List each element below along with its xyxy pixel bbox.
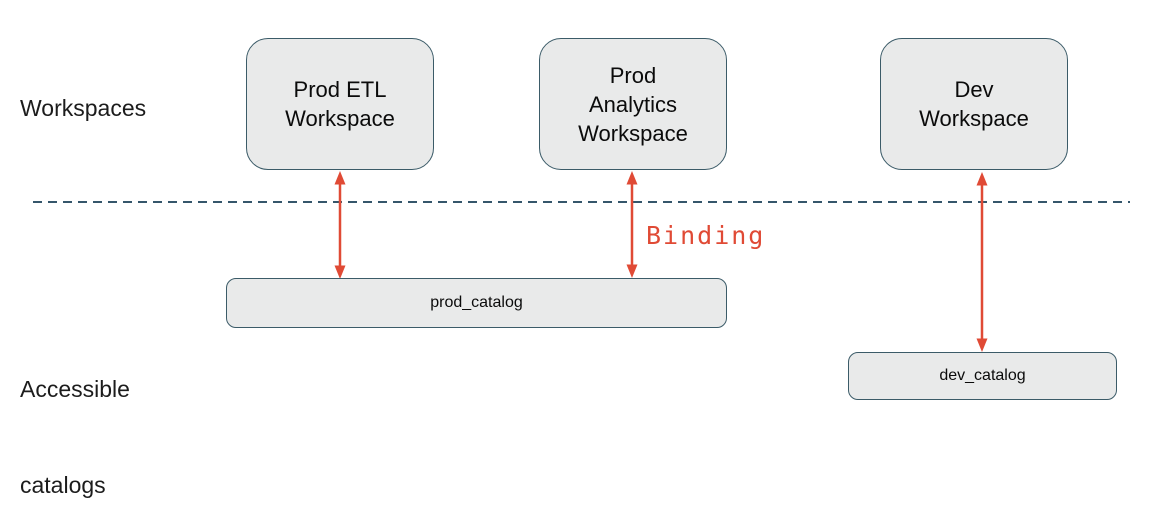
- prod-catalog-label: prod_catalog: [430, 294, 523, 311]
- prod-etl-workspace-label-line1: Prod ETL: [293, 77, 387, 102]
- prod-etl-workspace-label-line2: Workspace: [285, 106, 395, 131]
- workspaces-row-label: Workspaces: [20, 95, 147, 121]
- prod-catalog-box: prod_catalog: [226, 278, 727, 328]
- binding-annotation-label: Binding: [646, 221, 766, 250]
- dev-workspace-label-line2: Workspace: [919, 106, 1029, 131]
- dev-workspace-box: Dev Workspace: [880, 38, 1068, 170]
- arrow-prod-etl-to-prod-catalog: [334, 171, 346, 279]
- accessible-catalogs-label-line2: catalogs: [20, 472, 106, 498]
- dev-catalog-label: dev_catalog: [939, 367, 1026, 384]
- prod-analytics-workspace-box: Prod Analytics Workspace: [539, 38, 727, 170]
- prod-etl-workspace-box: Prod ETL Workspace: [246, 38, 434, 170]
- prod-analytics-workspace-label-line1: Prod: [609, 62, 657, 88]
- accessible-catalogs-row-label: Accessible catalogs: [20, 309, 130, 522]
- dev-catalog-box: dev_catalog: [848, 352, 1117, 400]
- dev-workspace-label-line1: Dev: [954, 77, 994, 102]
- arrow-dev-to-dev-catalog: [976, 172, 988, 352]
- accessible-catalogs-label-line1: Accessible: [20, 376, 130, 402]
- prod-analytics-workspace-label-line3: Workspace: [578, 120, 688, 146]
- arrow-prod-analytics-to-prod-catalog: [626, 171, 638, 278]
- prod-analytics-workspace-label-line2: Analytics: [588, 91, 678, 117]
